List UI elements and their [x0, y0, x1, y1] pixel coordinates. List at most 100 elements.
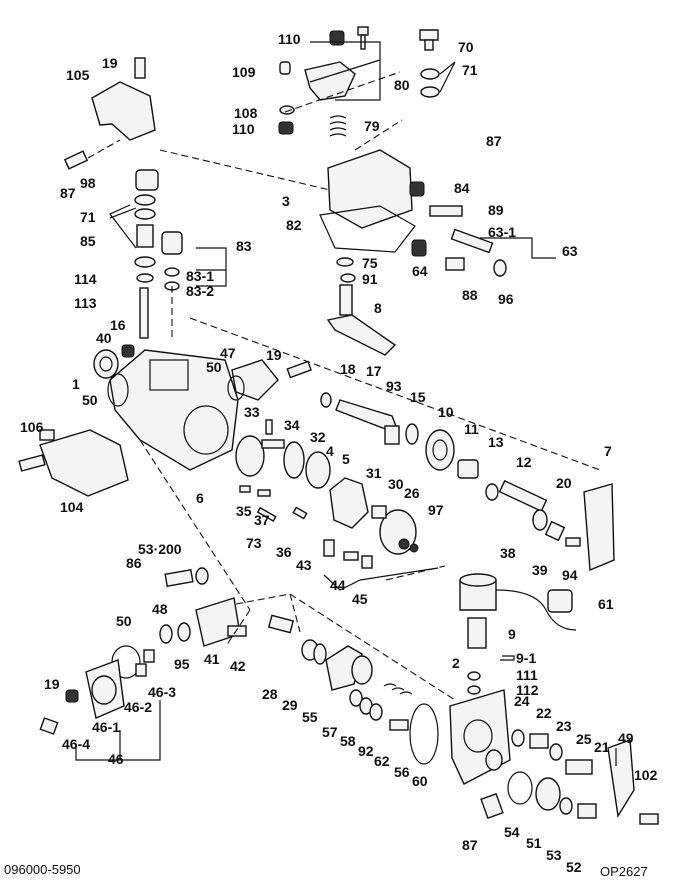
callout-label: 30	[388, 476, 404, 492]
callout-label: 15	[410, 389, 426, 405]
callout-label: 89	[488, 202, 504, 218]
callout-label: 94	[562, 567, 578, 583]
callout-label: 17	[366, 363, 382, 379]
callout-label: 44	[330, 577, 346, 593]
callout-label: 62	[374, 753, 390, 769]
callout-label: 38	[500, 545, 516, 561]
callout-label: 40	[96, 330, 112, 346]
callout-label: 41	[204, 651, 220, 667]
callout-label: 25	[576, 731, 592, 747]
timer-and-head-parts	[39, 567, 659, 825]
callout-label: 10	[438, 404, 454, 420]
callout-label: 87	[60, 185, 76, 201]
callout-label: 7	[604, 443, 612, 459]
callout-label: 16	[110, 317, 126, 333]
callout-label: 2	[452, 655, 460, 671]
callout-label: 83	[236, 238, 252, 254]
callout-label: 24	[514, 693, 530, 709]
callout-label: 49	[618, 730, 634, 746]
callout-label: 19	[102, 55, 118, 71]
callout-label: 6	[196, 490, 204, 506]
callout-label: 106	[20, 419, 44, 435]
callout-label: 97	[428, 502, 444, 518]
callout-label: 60	[412, 773, 428, 789]
callout-label: 19	[266, 347, 282, 363]
callout-label: 61	[598, 596, 614, 612]
callout-label: 46-2	[124, 699, 152, 715]
callout-label: 39	[532, 562, 548, 578]
callout-label: 104	[60, 499, 84, 515]
callout-label: 58	[340, 733, 356, 749]
callout-label: 46	[108, 751, 124, 767]
callout-label: 93	[386, 378, 402, 394]
callout-label: 47	[220, 345, 236, 361]
assembly-lines	[75, 41, 617, 766]
callout-label: 109	[232, 64, 256, 80]
figure-code-caption: OP2627	[600, 864, 648, 879]
callout-label: 13	[488, 434, 504, 450]
callout-label: 53	[546, 847, 562, 863]
callout-label: 87	[462, 837, 478, 853]
callout-label: 71	[80, 209, 96, 225]
callout-label: 92	[358, 743, 374, 759]
callout-label: 1	[72, 376, 80, 392]
governor-cover-parts	[63, 26, 507, 356]
callout-label: 110	[232, 121, 255, 137]
callout-label: 64	[412, 263, 428, 279]
callout-label: 86	[126, 555, 142, 571]
callout-label: 112	[516, 682, 539, 698]
callout-label: 21	[594, 739, 610, 755]
callout-label: 70	[458, 39, 474, 55]
callout-label: 50	[82, 392, 98, 408]
callout-label: 28	[262, 686, 278, 702]
callout-label: 35	[236, 503, 252, 519]
callout-label: 46-3	[148, 684, 176, 700]
callout-label: 56	[394, 764, 410, 780]
callout-label: 84	[454, 180, 470, 196]
callout-label: 85	[80, 233, 96, 249]
callout-label: 80	[394, 77, 410, 93]
callout-label: 26	[404, 485, 420, 501]
callout-label: 102	[634, 767, 658, 783]
callout-label: 98	[80, 175, 96, 191]
callout-label: 22	[536, 705, 552, 721]
callout-label: 95	[174, 656, 190, 672]
callout-label: 111	[516, 667, 538, 683]
callout-label: 113	[74, 295, 97, 311]
callout-label: 48	[152, 601, 168, 617]
callout-label: 11	[464, 421, 479, 437]
callout-label: 110	[278, 31, 301, 47]
callout-label: 3	[282, 193, 290, 209]
callout-label: 53·200	[138, 541, 182, 557]
callout-label: 8	[374, 300, 382, 316]
callout-label: 63	[562, 243, 578, 259]
callout-label: 57	[322, 724, 338, 740]
callout-label: 54	[504, 824, 520, 840]
callout-label: 50	[116, 613, 132, 629]
callout-label: 29	[282, 697, 298, 713]
callout-label: 63-1	[488, 224, 516, 240]
callout-label: 71	[462, 62, 478, 78]
callout-label: 34	[284, 417, 300, 433]
callout-label: 105	[66, 67, 90, 83]
part-number-caption: 096000-5950	[4, 862, 81, 877]
callout-label: 31	[366, 465, 382, 481]
callout-label: 23	[556, 718, 572, 734]
callout-label: 4	[326, 443, 334, 459]
callout-label: 20	[556, 475, 572, 491]
callout-label: 88	[462, 287, 478, 303]
callout-label: 43	[296, 557, 312, 573]
callout-label: 9	[508, 626, 516, 642]
callout-label: 91	[362, 271, 378, 287]
pump-housing-parts	[18, 344, 615, 572]
callout-label: 32	[310, 429, 326, 445]
callout-labels: 110 19 109 80 10 8 110 7 9 70 71 105 87 87…	[20, 31, 658, 875]
callout-label: 5	[342, 451, 350, 467]
callout-label: 42	[230, 658, 246, 674]
callout-label: 46-1	[92, 719, 120, 735]
callout-label: 96	[498, 291, 514, 307]
callout-label: 75	[362, 255, 378, 271]
callout-label: 52	[566, 859, 582, 875]
callout-label: 19	[44, 676, 60, 692]
